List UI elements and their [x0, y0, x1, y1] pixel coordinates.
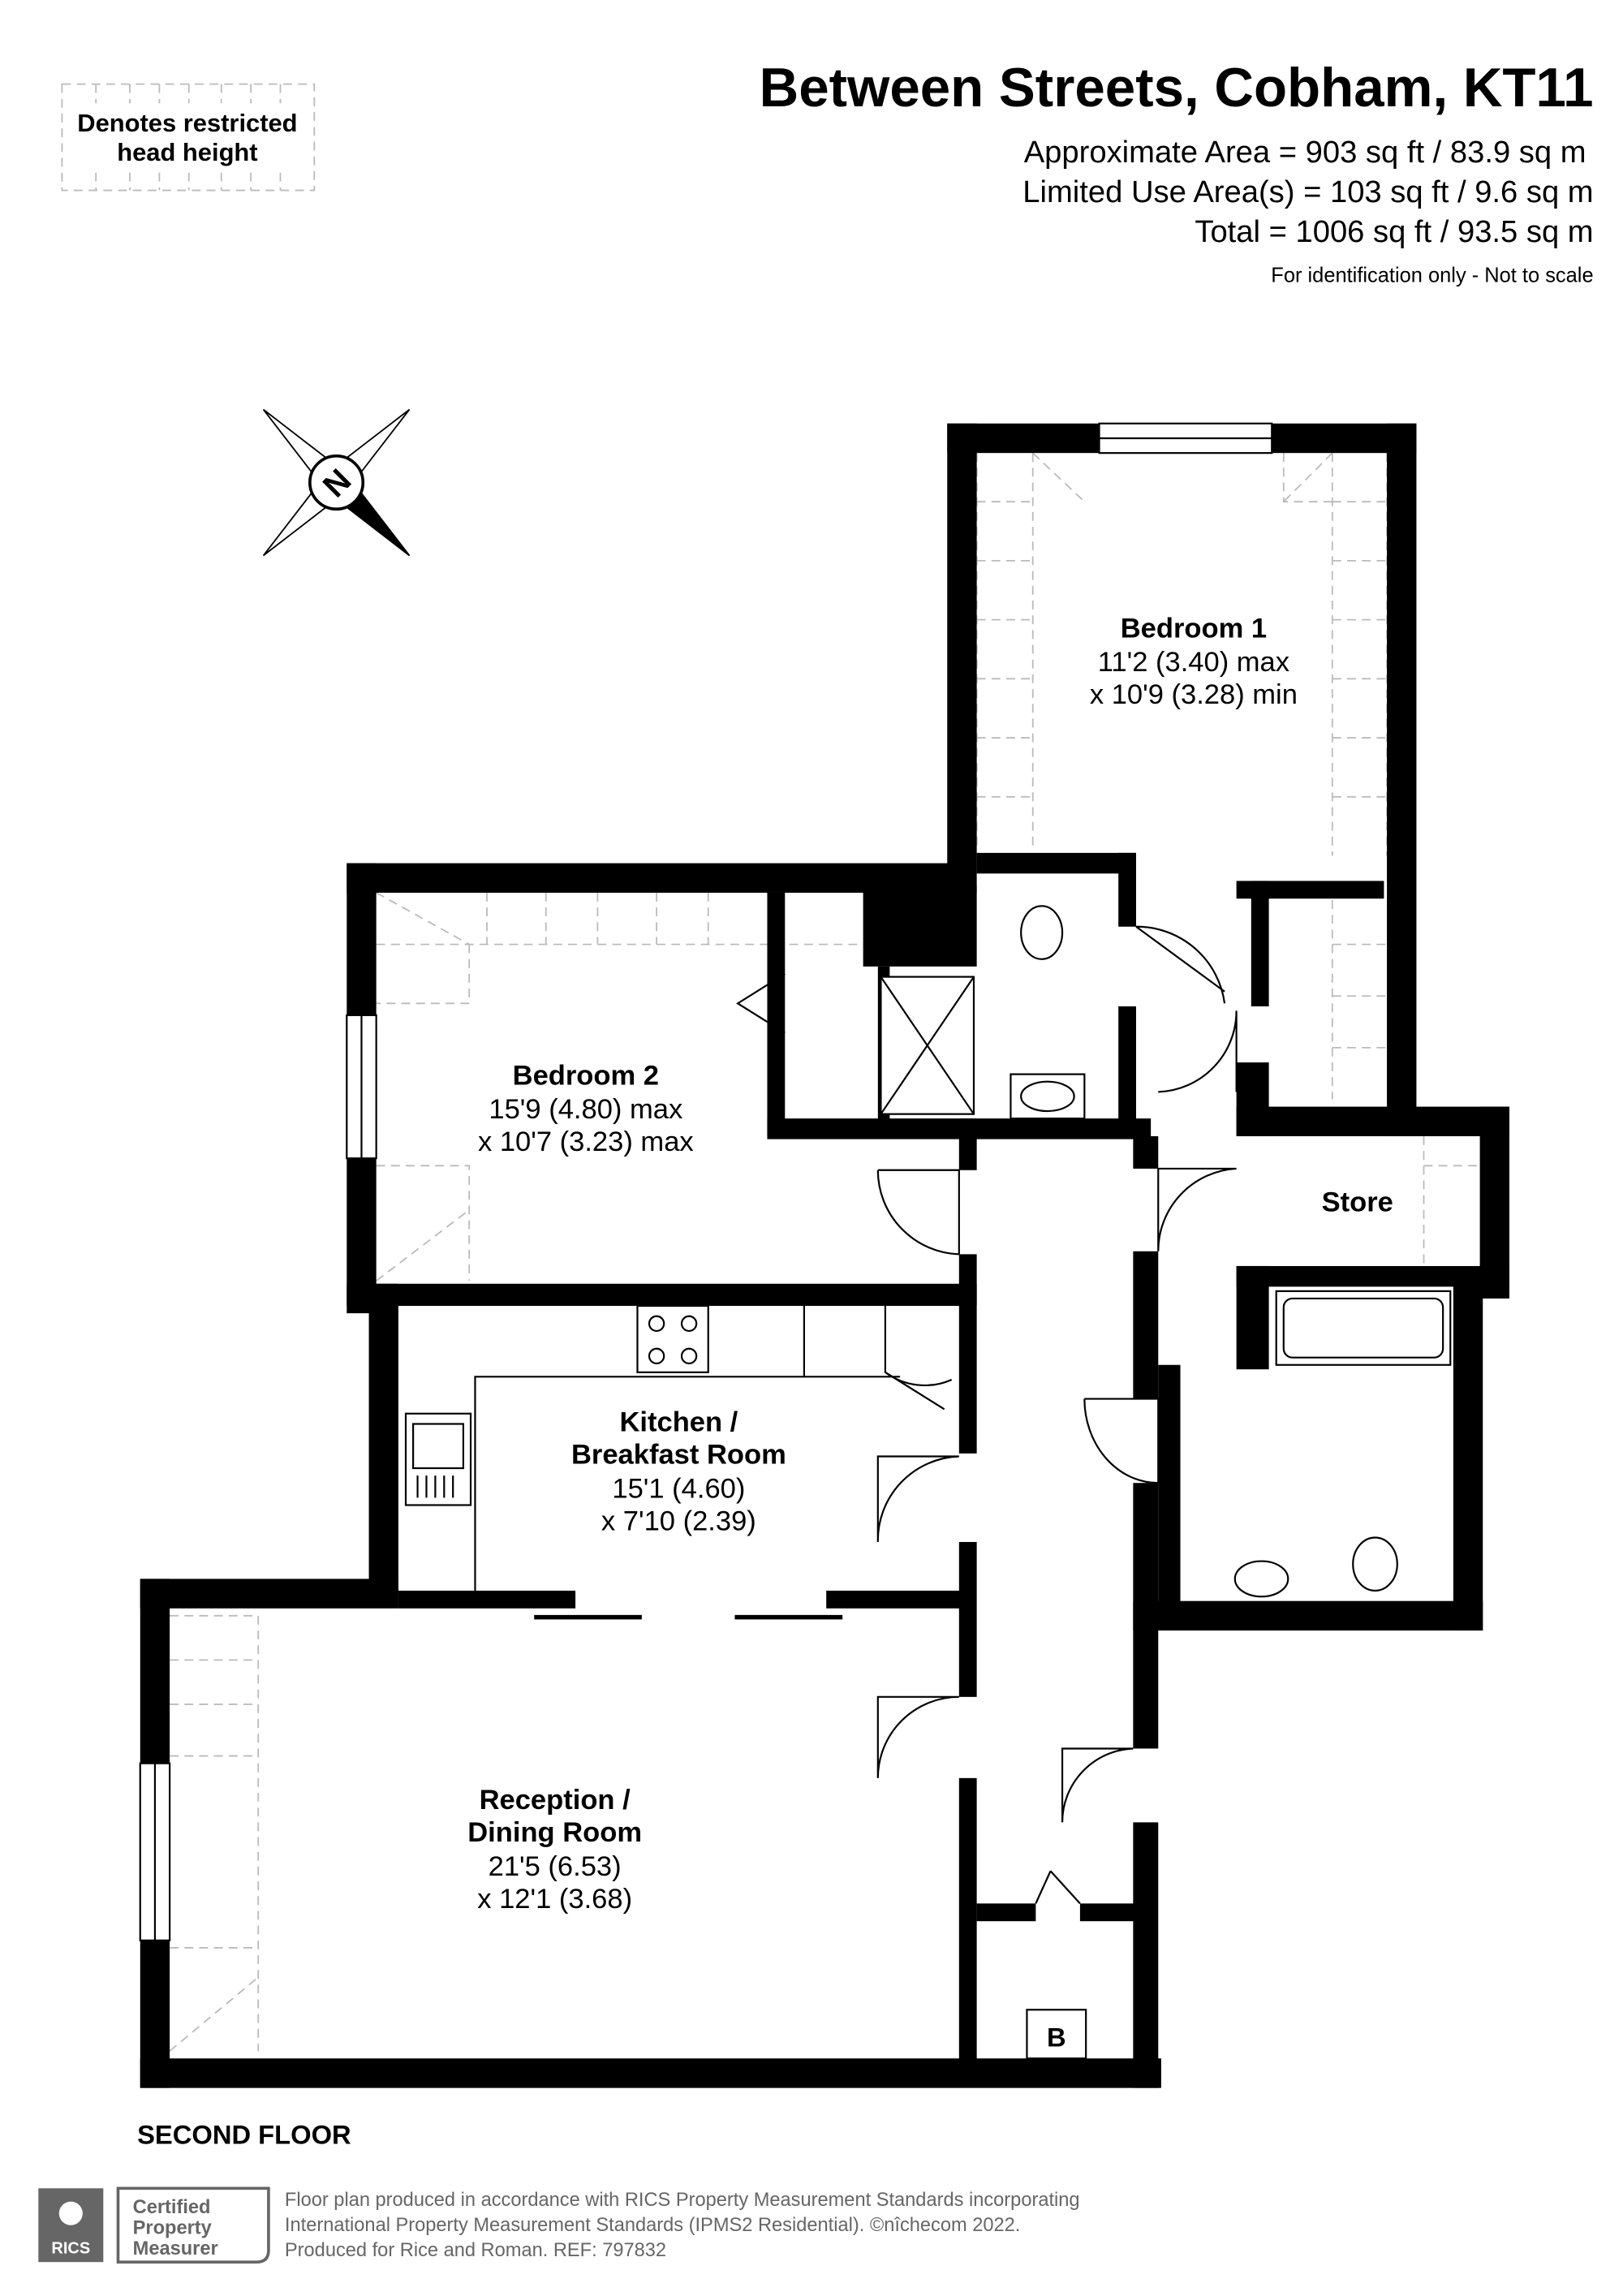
page-title: Between Streets, Cobham, KT11	[760, 58, 1594, 118]
disclaimer: For identification only - Not to scale	[1271, 264, 1593, 286]
badge-line3: Measurer	[133, 2238, 218, 2259]
room-dimension: 15'1 (4.60)	[612, 1473, 745, 1504]
windows	[139, 422, 1273, 1941]
room-store: Store	[1322, 1187, 1393, 1218]
footer-line1: Floor plan produced in accordance with R…	[285, 2190, 1080, 2211]
total-area: Total = 1006 sq ft / 93.5 sq m	[1195, 214, 1593, 249]
room-dimension: x 10'9 (3.28) min	[1090, 679, 1298, 710]
room-dimension: 15'9 (4.80) max	[489, 1094, 682, 1125]
badge-line2: Property	[133, 2218, 213, 2239]
room-dimension: 21'5 (6.53)	[489, 1851, 622, 1882]
room-dimension: x 12'1 (3.68)	[477, 1884, 632, 1915]
fixtures: B	[404, 905, 1452, 2060]
room-dimension: x 10'7 (3.23) max	[478, 1126, 694, 1157]
boiler-cupboard	[1026, 2009, 1087, 2060]
walls	[140, 423, 1509, 2088]
boiler-label: B	[1047, 2022, 1066, 2053]
room-dimension: x 7'10 (2.39)	[601, 1506, 756, 1536]
room-reception: Reception / Dining Room 21'5 (6.53) x 12…	[467, 1785, 642, 1915]
limited-use-area: Limited Use Area(s) = 103 sq ft / 9.6 sq…	[1022, 174, 1593, 209]
room-name: Bedroom 2	[513, 1060, 659, 1091]
restricted-height-legend: Denotes restricted head height	[61, 83, 316, 192]
footer-line2: International Property Measurement Stand…	[285, 2215, 1020, 2236]
floor-label: SECOND FLOOR	[137, 2120, 351, 2150]
legend-line1: Denotes restricted	[77, 109, 297, 137]
legend-line2: head height	[117, 138, 257, 166]
hob-icon	[636, 1304, 709, 1373]
basin-icon	[1233, 1560, 1289, 1598]
toilet-icon	[1352, 1536, 1398, 1592]
room-bedroom-2: Bedroom 2 15'9 (4.80) max x 10'7 (3.23) …	[478, 1060, 694, 1157]
badge-line1: Certified	[133, 2197, 211, 2218]
rics-logo-text: RICS	[51, 2239, 90, 2257]
rics-lion-icon	[58, 2201, 83, 2225]
rics-badge: RICS Certified Property Measurer	[38, 2186, 270, 2264]
room-bedroom-1: Bedroom 1 11'2 (3.40) max x 10'9 (3.28) …	[1090, 613, 1298, 710]
room-name: Bedroom 1	[1121, 613, 1267, 644]
room-kitchen: Kitchen / Breakfast Room 15'1 (4.60) x 7…	[571, 1407, 786, 1537]
room-name: Dining Room	[467, 1817, 642, 1848]
toilet-icon	[1020, 905, 1064, 960]
room-name: Breakfast Room	[571, 1440, 786, 1471]
room-name: Store	[1322, 1187, 1393, 1218]
approx-area: Approximate Area = 903 sq ft / 83.9 sq m	[1024, 135, 1586, 170]
room-dimension: 11'2 (3.40) max	[1098, 647, 1289, 678]
footer-line3: Produced for Rice and Roman. REF: 797832	[285, 2240, 666, 2261]
north-arrow-icon: N	[262, 408, 411, 557]
room-name: Kitchen /	[619, 1407, 738, 1438]
room-name: Reception /	[480, 1785, 631, 1816]
doors	[736, 925, 1238, 1905]
